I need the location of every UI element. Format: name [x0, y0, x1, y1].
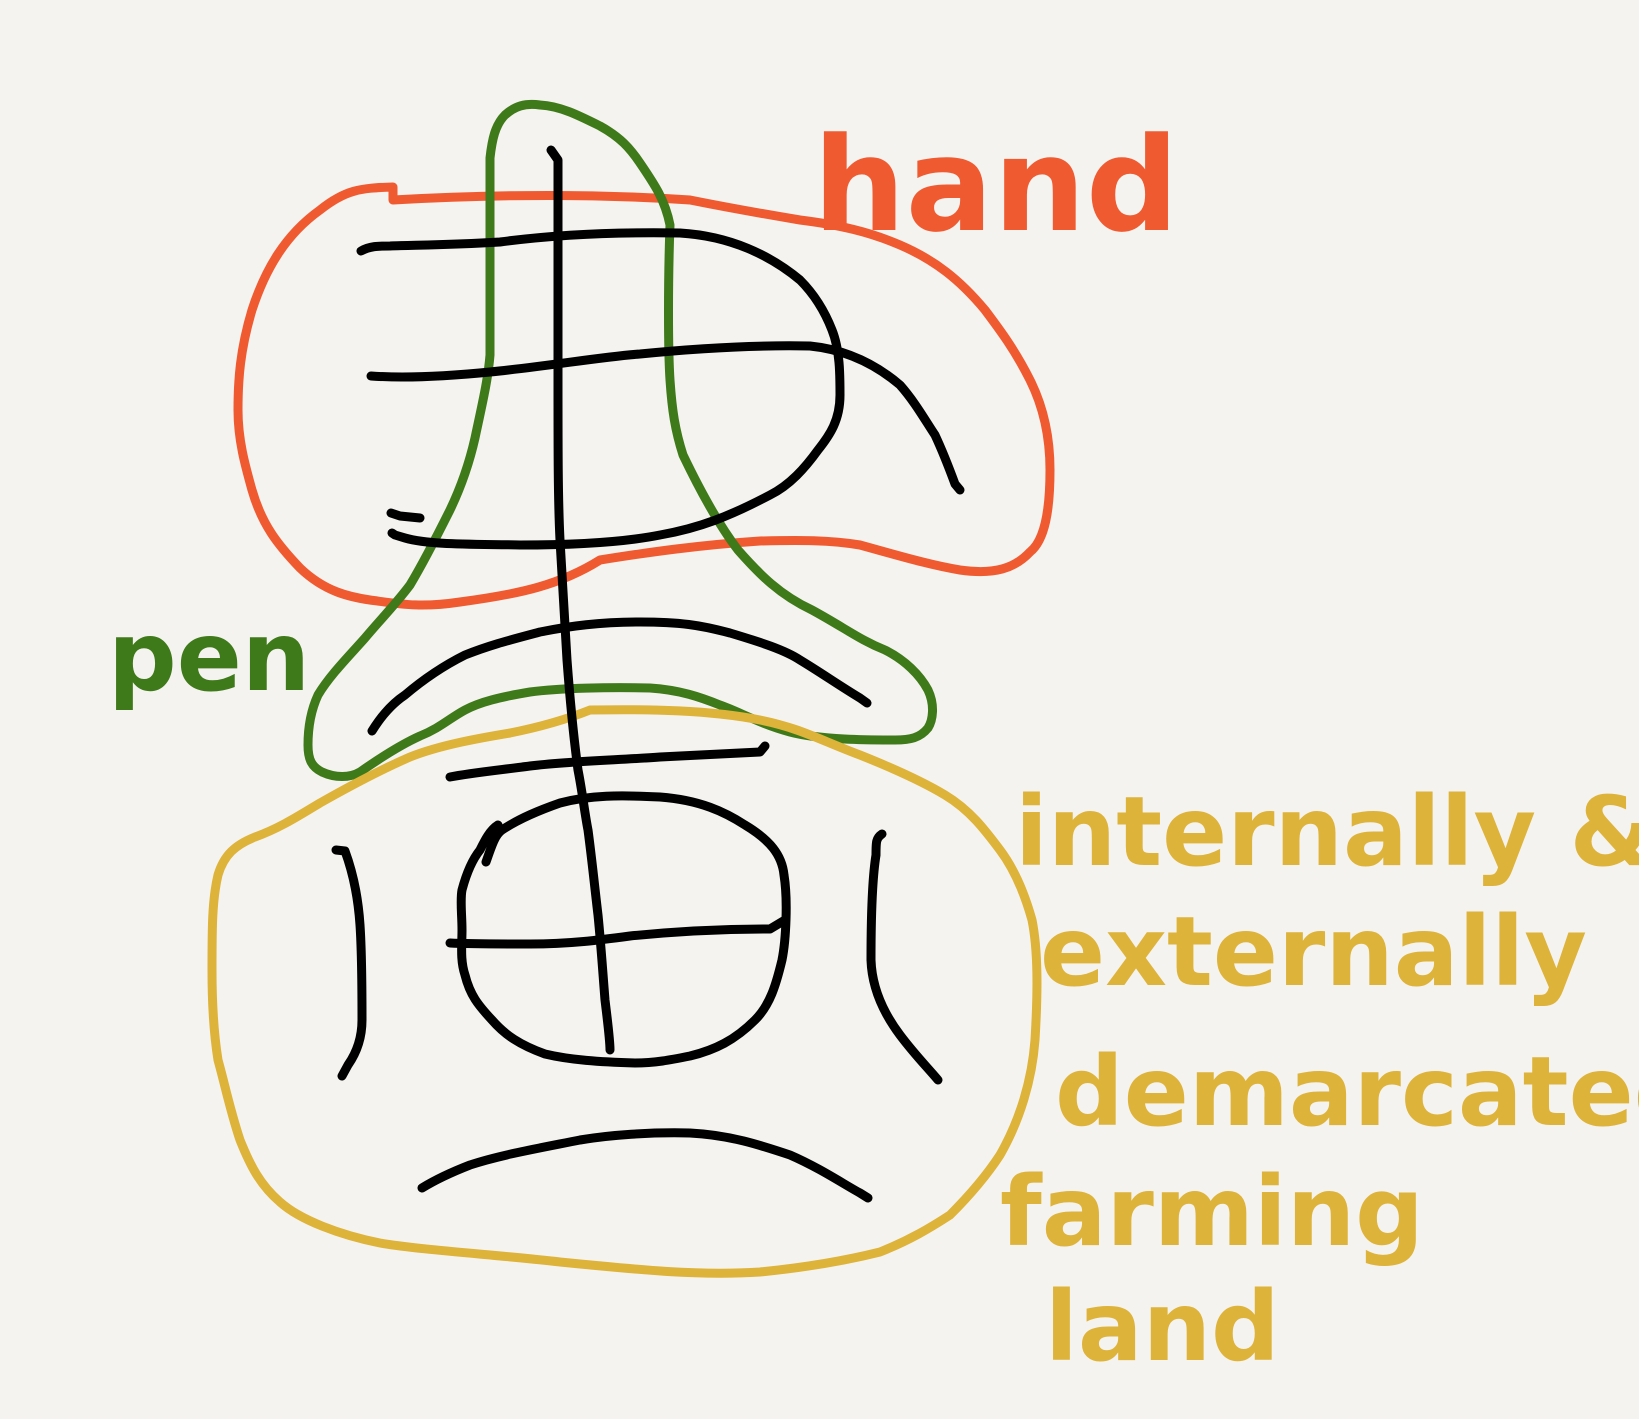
character-arch-stroke: [367, 617, 872, 736]
character-hand-top-stroke: [356, 228, 845, 550]
character-hand-lower-stroke: [386, 508, 425, 523]
character-vertical-stroke: [546, 145, 615, 1055]
hand-label: hand: [813, 109, 1179, 261]
farmland-label-line-3: demarcated: [1055, 1036, 1639, 1148]
character-right-bracket-stroke: [866, 829, 943, 1085]
character-hand-middle-stroke: [366, 341, 965, 495]
character-left-bracket-stroke: [331, 845, 367, 1081]
character-field-top-stroke: [445, 741, 770, 782]
farmland-region-outline: [207, 705, 1042, 1278]
farmland-label-line-5: land: [1045, 1271, 1280, 1383]
farmland-label-line-2: externally: [1040, 896, 1587, 1008]
farmland-label: internally & externally demarcated farmi…: [1000, 776, 1639, 1383]
farmland-label-line-4: farming: [1000, 1156, 1424, 1268]
farmland-label-line-1: internally &: [1015, 776, 1639, 888]
hand-region-outline: [233, 182, 1055, 610]
character-field-middle-stroke: [445, 915, 790, 949]
pen-label: pen: [108, 601, 310, 713]
character-bottom-stroke: [417, 1128, 873, 1203]
character-field-box: [456, 791, 791, 1068]
